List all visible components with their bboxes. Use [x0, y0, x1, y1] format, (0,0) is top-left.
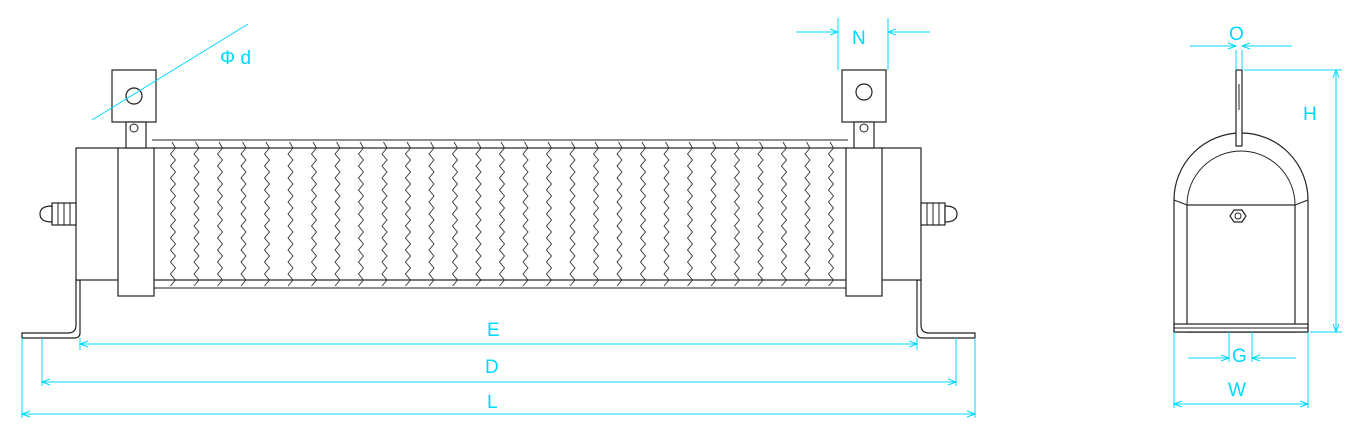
- l-dimension: L: [20, 338, 977, 418]
- coil-turn: [310, 141, 318, 287]
- coil-turn: [216, 141, 224, 287]
- n-label: N: [852, 28, 866, 49]
- coil-turn: [498, 141, 506, 287]
- right-end-bolt: [920, 202, 958, 226]
- resistance-coil: [169, 141, 835, 287]
- coil-turn: [381, 141, 388, 287]
- left-mounting-foot: [21, 279, 81, 339]
- coil-turn: [827, 141, 835, 287]
- w-label: W: [1228, 380, 1246, 401]
- w-dimension: W: [1172, 332, 1310, 408]
- coil-turn: [287, 141, 294, 287]
- coil-turn: [710, 141, 717, 287]
- left-terminal: [111, 69, 157, 297]
- coil-turn: [475, 141, 482, 287]
- left-end-bolt: [39, 202, 77, 226]
- phi-d-leader: [91, 23, 249, 121]
- coil-turn: [169, 141, 177, 287]
- right-terminal: [841, 69, 887, 297]
- coil-turn: [193, 141, 200, 287]
- o-dimension: O: [1190, 24, 1292, 70]
- l-label: L: [487, 392, 498, 413]
- coil-turn: [686, 141, 694, 287]
- o-label: O: [1229, 24, 1244, 45]
- h-label: H: [1303, 104, 1317, 125]
- coil-turn: [357, 141, 365, 287]
- coil-turn: [522, 141, 529, 287]
- coil-turn: [616, 141, 623, 287]
- g-dimension: G: [1188, 332, 1296, 367]
- coil-turn: [780, 141, 788, 287]
- coil-turn: [240, 141, 247, 287]
- h-dimension: H: [1244, 68, 1342, 334]
- right-end-cap: [877, 147, 922, 281]
- side-nut: [1229, 209, 1247, 223]
- phi-d-label: Φ d: [220, 48, 251, 69]
- n-dimension: N: [796, 18, 930, 70]
- coil-turn: [663, 141, 670, 287]
- coil-turn: [428, 141, 435, 287]
- coil-turn: [334, 141, 341, 287]
- left-end-cap: [75, 147, 120, 281]
- right-mounting-foot: [916, 279, 976, 339]
- d-label: D: [485, 357, 499, 378]
- coil-turn: [757, 141, 764, 287]
- coil-turn: [569, 141, 576, 287]
- coil-turn: [733, 141, 741, 287]
- coil-turn: [592, 141, 600, 287]
- front-view: Φ d N E D: [20, 18, 977, 418]
- d-dimension: D: [40, 338, 958, 386]
- coil-turn: [404, 141, 412, 287]
- e-label: E: [487, 320, 500, 341]
- coil-turn: [545, 141, 553, 287]
- e-dimension: E: [78, 320, 919, 350]
- g-label: G: [1232, 346, 1247, 367]
- coil-turn: [451, 141, 459, 287]
- coil-turn: [639, 141, 647, 287]
- side-view: O H G W: [1172, 24, 1342, 408]
- coil-turn: [804, 141, 811, 287]
- coil-turn: [263, 141, 271, 287]
